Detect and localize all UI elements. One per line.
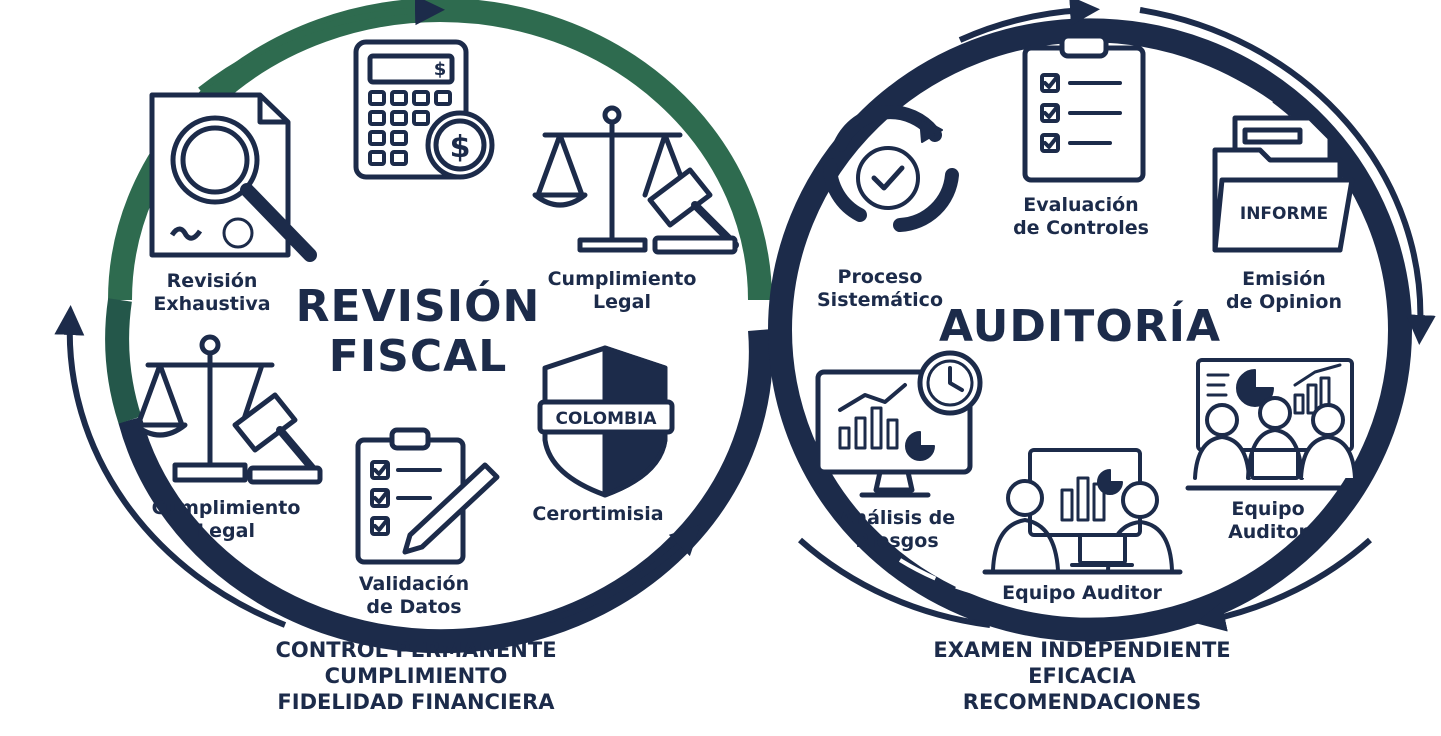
coin-dollar-symbol: $ — [450, 130, 471, 165]
footer-line: EXAMEN INDEPENDIENTE — [933, 638, 1231, 662]
label-line: Revisión — [166, 270, 258, 292]
report-folder-label: INFORME — [1240, 204, 1328, 224]
footer-line: RECOMENDACIONES — [962, 690, 1202, 714]
label-cumplimiento-legal-left: Cumplimiento Legal — [152, 497, 301, 543]
right-title-text: AUDITORÍA — [938, 301, 1222, 352]
audit-team-right-icon — [1185, 358, 1363, 491]
audit-team-bottom-icon — [982, 448, 1183, 575]
footer-line: CUMPLIMIENTO — [324, 664, 508, 688]
left-footer: CONTROL PERMANENTE CUMPLIMIENTO FIDELIDA… — [275, 637, 556, 715]
label-line: Auditor — [1228, 521, 1308, 543]
label-proceso-sistematico: Proceso Sistemático — [817, 266, 943, 312]
footer-line: FIDELIDAD FINANCIERA — [277, 690, 555, 714]
label-cumplimiento-legal-top: Cumplimiento Legal — [548, 268, 697, 314]
shield-icon — [537, 345, 675, 498]
process-cycle-check-icon — [823, 105, 959, 232]
footer-line: EFICACIA — [1028, 664, 1136, 688]
report-folder-icon — [1212, 115, 1355, 253]
label-line: de Datos — [366, 596, 462, 618]
label-line: Sistemático — [816, 289, 944, 311]
label-line: Equipo Auditor — [1002, 582, 1162, 604]
label-emision-opinion: Emisión de Opinion — [1226, 268, 1342, 314]
right-footer: EXAMEN INDEPENDIENTE EFICACIA RECOMENDAC… — [933, 637, 1230, 715]
label-analisis-riesgos: Análisis de Riesgos — [839, 507, 955, 553]
label-evaluacion-controles: Evaluación de Controles — [1013, 194, 1149, 240]
left-title: REVISIÓN FISCAL — [296, 282, 541, 382]
label-validacion-datos: Validación de Datos — [359, 573, 469, 619]
label-line: Cumplimiento — [547, 268, 697, 290]
label-line: Proceso — [837, 266, 923, 288]
label-line: Legal — [593, 291, 651, 313]
label-line: Evaluación — [1023, 194, 1139, 216]
footer-line: CONTROL PERMANENTE — [275, 638, 557, 662]
calculator-icon — [353, 39, 495, 180]
left-title-line1: REVISIÓN — [295, 281, 541, 332]
label-line: Exhaustiva — [153, 293, 271, 315]
label-line: de Controles — [1013, 217, 1149, 239]
label-line: Cerortimisia — [532, 503, 664, 525]
controls-clipboard-icon — [1022, 33, 1146, 183]
label-line: Validación — [358, 573, 470, 595]
right-title: AUDITORÍA — [939, 302, 1221, 352]
label-equipo-auditor-right: Equipo Auditor — [1228, 498, 1308, 544]
scales-gavel-icon-top — [532, 105, 739, 255]
document-magnifier-icon — [149, 92, 317, 262]
label-line: Legal — [197, 520, 255, 542]
label-line: de Opinion — [1226, 291, 1342, 313]
label-line: Riesgos — [855, 530, 939, 552]
label-equipo-auditor-bottom: Equipo Auditor — [1002, 582, 1162, 605]
label-revision-exhaustiva: Revisión Exhaustiva — [153, 270, 270, 316]
scales-gavel-icon-left — [132, 334, 323, 485]
checklist-pen-icon — [355, 427, 500, 565]
left-title-line2: FISCAL — [328, 331, 508, 382]
label-line: Análisis de — [838, 507, 956, 529]
label-line: Equipo — [1231, 498, 1305, 520]
label-cerortimisia: Cerortimisia — [532, 503, 663, 526]
shield-label: COLOMBIA — [556, 409, 658, 429]
risk-analysis-monitor-icon — [815, 350, 983, 498]
label-line: Emisión — [1242, 268, 1326, 290]
calculator-dollar-symbol: $ — [434, 59, 447, 80]
label-line: Cumplimiento — [151, 497, 301, 519]
